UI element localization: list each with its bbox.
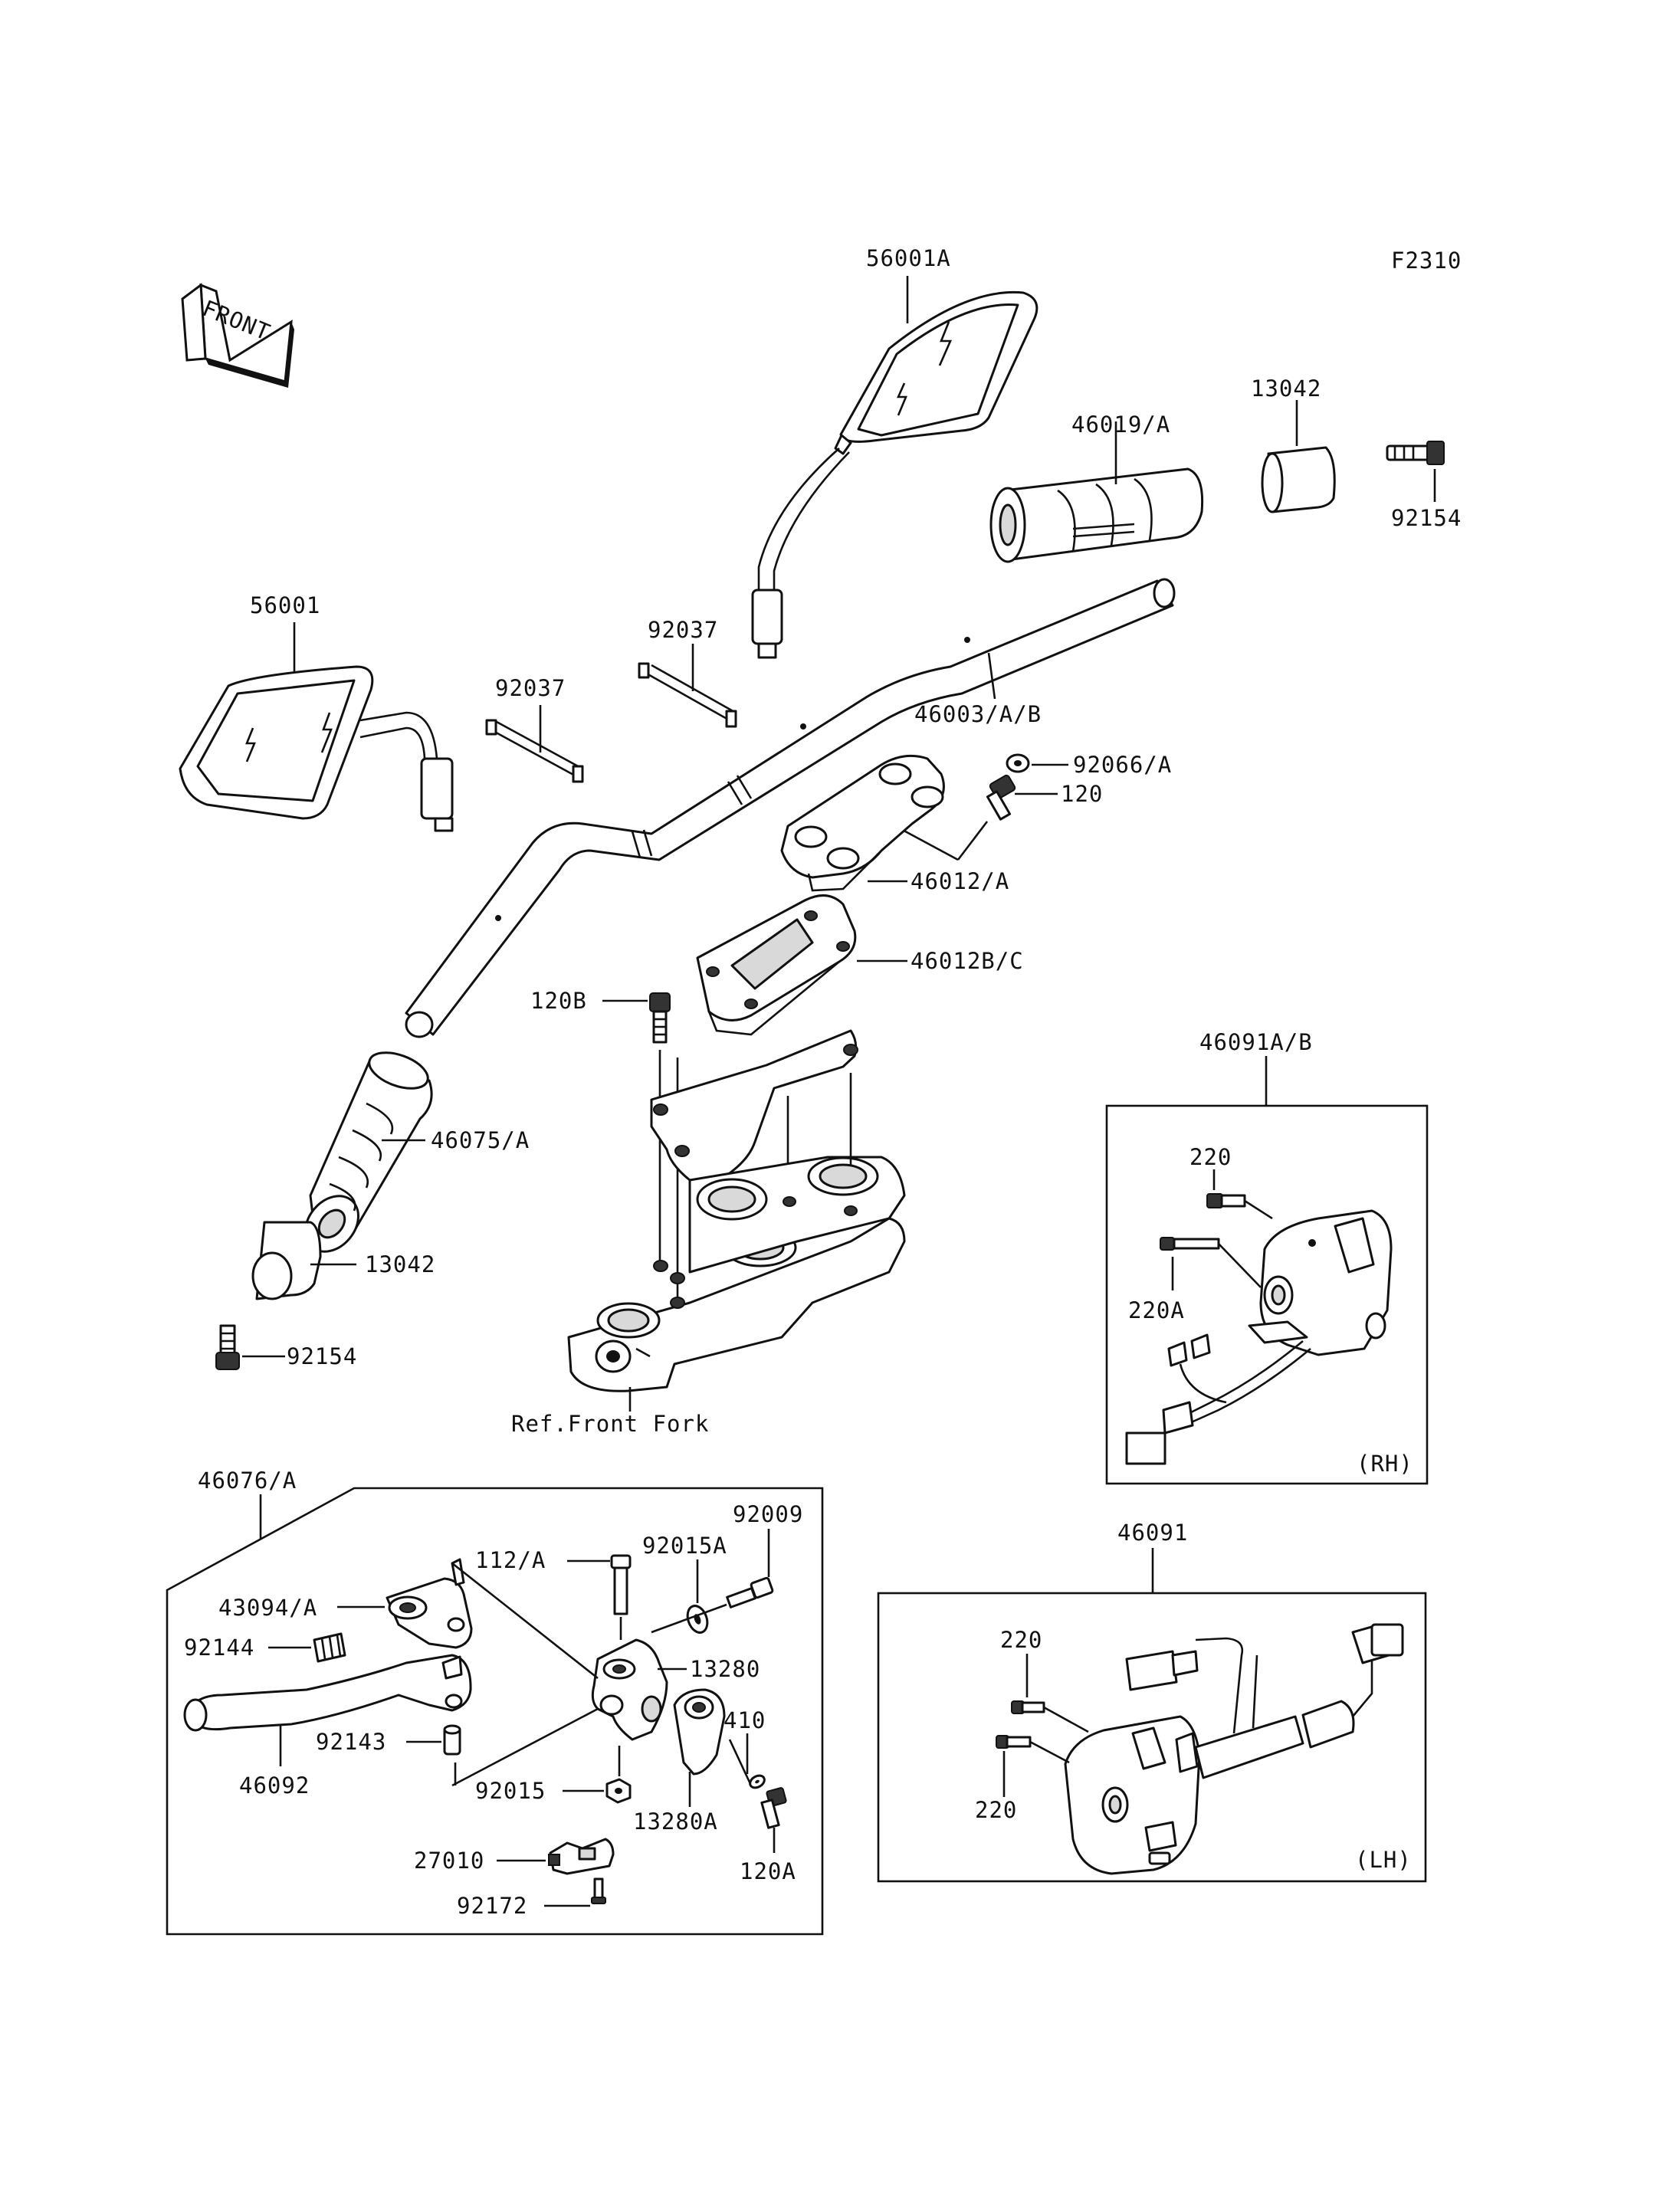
screw-rh-220 [1206, 1193, 1273, 1220]
callout-switch-rh-group: 46091A/B [1199, 1029, 1313, 1055]
callout-lever-arm: 46092 [239, 1772, 310, 1799]
callout-grip-right: 46019/A [1071, 412, 1170, 438]
switch-lh [1064, 1623, 1404, 1875]
callout-lever-cover: 43094/A [218, 1595, 317, 1621]
callout-bolt-120b: 120B [530, 988, 587, 1014]
clamp-left [485, 719, 584, 783]
weight-left [251, 1221, 322, 1300]
triple-clamp [567, 1156, 906, 1392]
callout-switch-lh-group: 46091 [1117, 1520, 1188, 1546]
handlebar [405, 578, 1176, 1038]
lever-nut [605, 1778, 632, 1804]
callout-mirror-left: 56001 [250, 592, 320, 618]
callout-handlebar: 46003/A/B [914, 701, 1042, 727]
callout-lever-clamp: 13280A [633, 1808, 718, 1835]
lever-arm [183, 1654, 472, 1732]
lever-bolt [610, 1554, 632, 1615]
mirror-right [751, 290, 1039, 659]
front-arrow-icon: FRONT [181, 283, 294, 388]
lever-collar [443, 1724, 461, 1756]
callout-switch-lh-screw-a: 220 [1000, 1627, 1042, 1653]
callout-lever-bolt: 112/A [475, 1547, 546, 1573]
bolt-left [215, 1324, 240, 1370]
holder-upper [780, 754, 945, 892]
callout-switch-rh-screw-b: 220A [1128, 1297, 1185, 1323]
callout-lever-bolt-120a: 120A [740, 1858, 796, 1884]
screw-lh-220-top [1011, 1700, 1089, 1733]
callout-switch-rh-screw-a: 220 [1189, 1144, 1232, 1170]
switch-rh [1125, 1209, 1393, 1465]
callout-grip-left: 46075/A [431, 1127, 530, 1153]
upper-bracket [650, 1029, 858, 1185]
clamp-right [638, 662, 737, 728]
weight-right [1261, 446, 1336, 513]
callout-clamp-right: 92037 [648, 617, 718, 643]
callout-lever-holder: 13280 [690, 1656, 760, 1682]
callout-washer: 92066/A [1073, 752, 1172, 778]
callout-lever-screw: 92172 [457, 1893, 527, 1919]
callout-switch-lh-screw-b: 220 [975, 1797, 1017, 1823]
callout-holder-lower: 46012B/C [911, 948, 1024, 974]
figure-code: F2310 [1391, 248, 1462, 274]
callout-clamp-left: 92037 [495, 675, 566, 701]
callout-lever-spring: 92144 [184, 1635, 254, 1661]
lever-bolt-2 [726, 1576, 774, 1608]
callout-lever-washer: 92015A [642, 1533, 727, 1559]
callout-switch-lh-side: (LH) [1355, 1847, 1412, 1873]
callout-weight-right: 13042 [1251, 375, 1321, 402]
grip-right [989, 467, 1204, 563]
callout-bolt-right: 92154 [1391, 505, 1462, 531]
washer [1006, 753, 1030, 773]
holder-lower [696, 894, 857, 1036]
lever-screw [591, 1877, 606, 1904]
screw-rh-220a [1160, 1237, 1262, 1288]
lever-holder [591, 1638, 668, 1741]
bolt-120 [986, 774, 1016, 821]
callout-lever-bolt-2: 92009 [733, 1501, 803, 1527]
callout-switch-rh-side: (RH) [1357, 1451, 1413, 1477]
callout-bolt-120: 120 [1061, 781, 1103, 807]
screw-lh-220-bottom [996, 1735, 1070, 1764]
callout-lever-collar: 92143 [316, 1729, 386, 1755]
lever-spring [313, 1632, 346, 1663]
bolt-right [1386, 441, 1445, 465]
lever-bolt-120a [760, 1787, 787, 1829]
callout-mirror-right: 56001A [866, 245, 951, 271]
lever-box [166, 1487, 824, 1936]
bolt-120b [649, 992, 671, 1044]
callout-bolt-left: 92154 [287, 1343, 357, 1369]
lever-screw-410 [749, 1774, 766, 1789]
grip-left [304, 1051, 433, 1253]
callout-holder-upper: 46012/A [911, 868, 1009, 894]
callout-weight-left: 13042 [365, 1251, 435, 1277]
callout-lever-nut: 92015 [475, 1778, 546, 1804]
mirror-left [179, 665, 454, 832]
callout-lever-screw-410: 410 [724, 1707, 766, 1733]
lever-cover [386, 1558, 473, 1649]
lever-switch [548, 1838, 615, 1875]
callout-ref-fork: Ref.Front Fork [511, 1411, 709, 1437]
callout-lever-group: 46076/A [198, 1467, 297, 1494]
callout-lever-switch: 27010 [414, 1848, 484, 1874]
lever-clamp [673, 1688, 726, 1776]
